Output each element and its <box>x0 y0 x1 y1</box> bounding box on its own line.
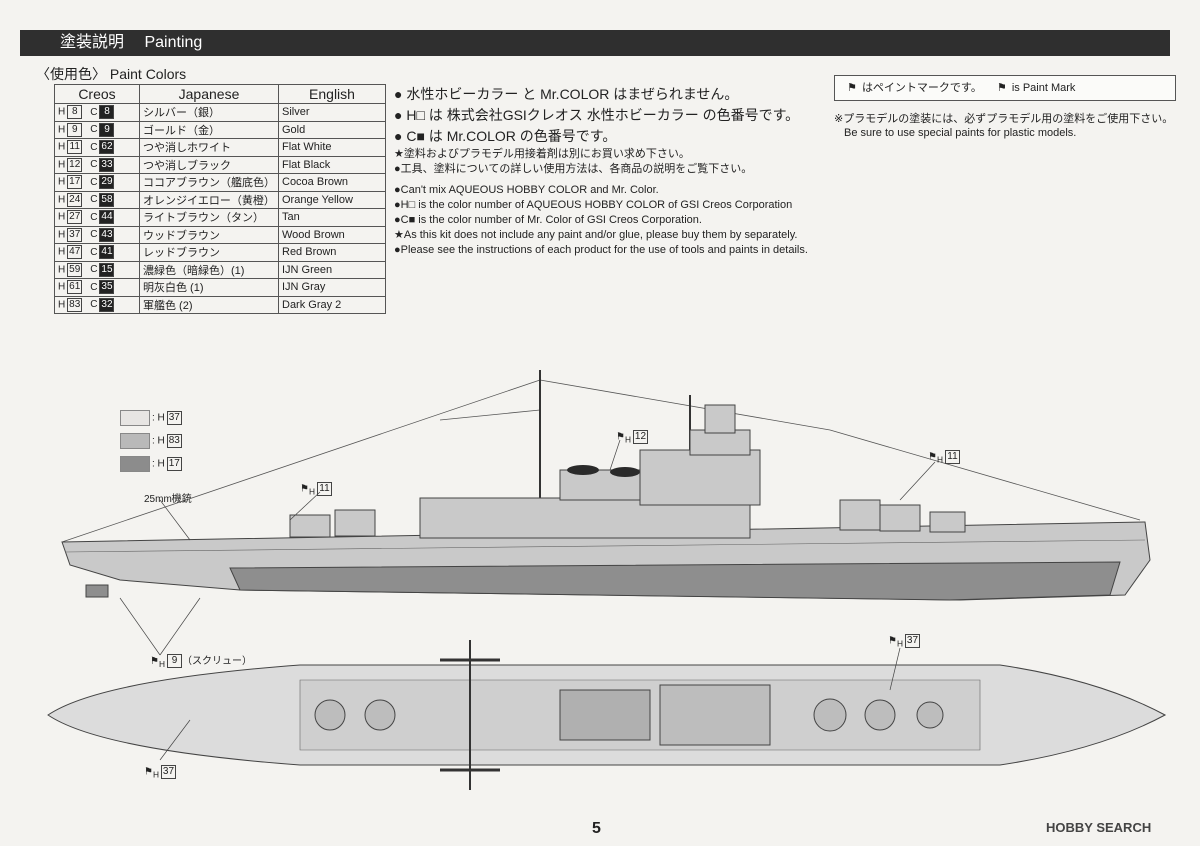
advice-en: Be sure to use special paints for plasti… <box>844 127 1077 139</box>
info-line: ●Can't mix AQUEOUS HOBBY COLOR and Mr. C… <box>394 184 659 196</box>
info-line: ● H□ は 株式会社GSIクレオス 水性ホビーカラー の色番号です。 <box>394 107 800 123</box>
header-title-en: Painting <box>144 34 203 51</box>
english-name: Silver <box>278 103 386 122</box>
swatch-h37 <box>120 410 150 426</box>
paint-colors-title: 〈使用色〉 Paint Colors <box>36 66 187 82</box>
swatch-h17 <box>120 456 150 472</box>
japanese-name: 明灰白色 (1) <box>139 278 279 297</box>
info-line: ● 水性ホビーカラー と Mr.COLOR はまぜられません。 <box>394 86 739 102</box>
info-line: ★As this kit does not include any paint … <box>394 229 798 241</box>
col-japanese: Japanese <box>139 84 279 104</box>
info-line: ● C■ は Mr.COLOR の色番号です。 <box>394 128 617 144</box>
paint-mark-icon: ⚑ <box>996 82 1007 94</box>
japanese-name: つや消しホワイト <box>139 138 279 157</box>
section-header: 塗装説明 Painting <box>20 30 1170 56</box>
page-number: 5 <box>592 820 601 837</box>
brand-logo: HOBBY SEARCH <box>1046 820 1152 835</box>
info-line: ●工具、塗料についての詳しい使用方法は、各商品の説明をご覧下さい。 <box>394 163 753 175</box>
ship-side-view <box>61 370 1151 656</box>
japanese-name: 軍艦色 (2) <box>139 295 279 314</box>
info-line: ★塗料およびプラモデル用接着剤は別にお買い求め下さい。 <box>394 148 690 160</box>
paint-mark-note: ⚑ はペイントマークです。 ⚑ is Paint Mark <box>834 75 1176 101</box>
col-english: English <box>278 84 386 104</box>
ship-top-view <box>47 640 1167 790</box>
swatch-h83 <box>120 433 150 449</box>
col-creos: Creos <box>54 84 140 104</box>
paint-mark-en: is Paint Mark <box>1011 82 1076 94</box>
info-line: ●H□ is the color number of AQUEOUS HOBBY… <box>394 199 793 211</box>
english-name: IJN Gray <box>278 278 386 297</box>
info-line: ●Please see the instructions of each pro… <box>394 244 808 256</box>
japanese-name: シルバー（銀） <box>139 103 279 122</box>
english-name: Orange Yellow <box>278 190 386 209</box>
info-line: ●C■ is the color number of Mr. Color of … <box>394 214 702 226</box>
advice-ja: ※プラモデルの塗装には、必ずプラモデル用の塗料をご使用下さい。 <box>834 113 1174 125</box>
english-name: Dark Gray 2 <box>278 295 386 314</box>
paint-mark-ja: はペイントマークです。 <box>861 82 982 94</box>
plastic-paint-advice: ※プラモデルの塗装には、必ずプラモデル用の塗料をご使用下さい。 Be sure … <box>834 112 1174 140</box>
paint-info-block: ● 水性ホビーカラー と Mr.COLOR はまぜられません。 ● H□ は 株… <box>394 84 844 258</box>
japanese-name: つや消しブラック <box>139 155 279 174</box>
paint-mark-icon: ⚑ <box>847 82 857 94</box>
callout-25mm-gun: 25mm機銃 <box>144 494 192 505</box>
japanese-name: 濃緑色（暗緑色）(1) <box>139 260 279 279</box>
japanese-name: ライトブラウン（タン） <box>139 208 279 227</box>
header-title-ja: 塗装説明 <box>60 34 125 51</box>
